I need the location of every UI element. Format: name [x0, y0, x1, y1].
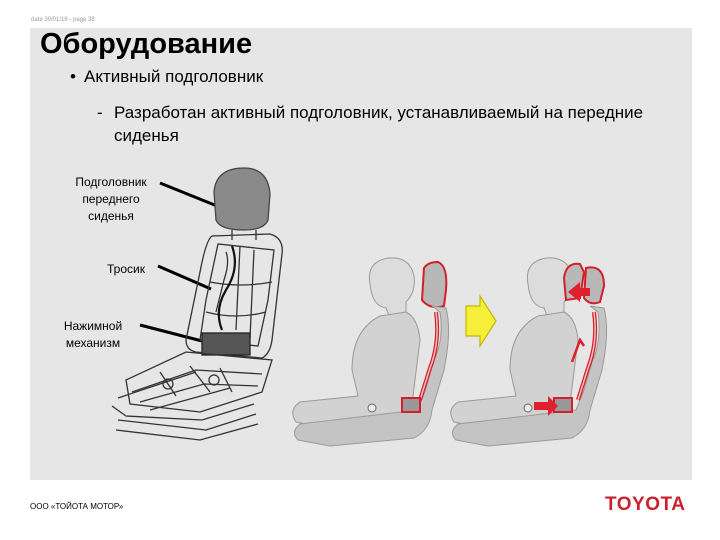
headrest-leader-line — [160, 183, 222, 208]
seat-occupant-before — [293, 258, 449, 446]
mechanism-leader-line — [140, 325, 202, 341]
seat-occupant-after — [451, 258, 607, 446]
toyota-logo: TOYOTA — [605, 494, 685, 516]
cable-leader-line — [158, 266, 211, 289]
seat-frame-drawing — [112, 168, 282, 440]
footer-company-name: ООО «ТОЙОТА МОТОР» — [30, 502, 123, 511]
transition-arrow-icon — [466, 296, 496, 346]
